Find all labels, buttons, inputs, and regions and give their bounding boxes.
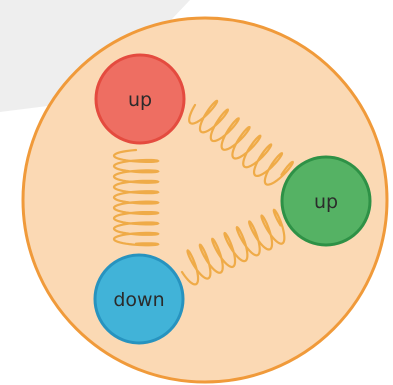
quark-up-red: up [96,55,184,143]
quark-label: up [314,191,338,213]
quark-label: down [113,289,164,311]
quark-up-green: up [282,157,370,245]
quark-down-blue: down [95,255,183,343]
quark-label: up [128,89,152,111]
